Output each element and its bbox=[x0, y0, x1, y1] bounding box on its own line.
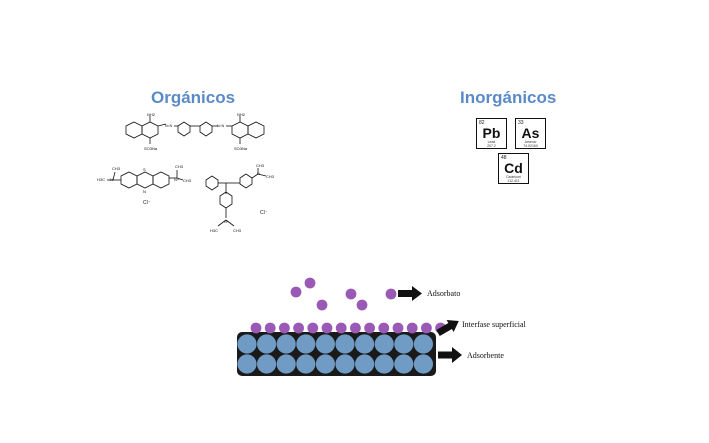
element-symbol: Cd bbox=[504, 160, 523, 176]
adsorbent-particle bbox=[237, 354, 257, 374]
cv-ch3-bottom: CH3 bbox=[233, 228, 242, 233]
adsorbate-particle bbox=[279, 322, 290, 334]
mb-n-plus: N+ bbox=[174, 177, 180, 182]
adsorbent-particle bbox=[413, 334, 433, 354]
element-symbol: As bbox=[521, 125, 540, 141]
congo-red-amine-left: NH2 bbox=[147, 112, 156, 117]
element-number: 33 bbox=[518, 120, 524, 126]
mb-n-left: N bbox=[110, 177, 113, 182]
adsorbate-particle bbox=[304, 277, 316, 289]
adsorbato-label: Adsorbato bbox=[427, 289, 460, 298]
adsorbent-particle bbox=[296, 354, 316, 374]
cv-ch3-right: CH3 bbox=[266, 174, 275, 179]
adsorbent-particle bbox=[374, 334, 394, 354]
element-mass: 112.411 bbox=[507, 179, 520, 183]
adsorbent-particle bbox=[296, 334, 316, 354]
mb-h3c: H3C bbox=[97, 177, 105, 182]
interface-adsorbate-layer bbox=[250, 322, 446, 334]
adsorbate-particle bbox=[250, 322, 262, 334]
adsorbent-particle bbox=[355, 354, 375, 374]
crystal-violet-structure: N CH3 CH3 N+ H3C CH3 Cl⁻ bbox=[205, 163, 275, 233]
adsorbent-particle bbox=[355, 334, 375, 354]
element-symbol: Pb bbox=[482, 125, 501, 141]
adsorbate-particle bbox=[335, 322, 347, 334]
adsorbato-arrow bbox=[398, 286, 422, 301]
adsorbent-particle bbox=[374, 354, 394, 374]
adsorbent-particle bbox=[315, 354, 335, 374]
methylene-blue-structure: N H3C CH3 S N N+ CH3 CH3 Cl⁻ bbox=[97, 164, 192, 206]
organics-heading: Orgánicos bbox=[151, 88, 236, 107]
adsorbate-particle bbox=[406, 322, 418, 334]
adsorbent-particle bbox=[315, 334, 335, 354]
congo-red-sulfonate-left: SO3Na bbox=[144, 146, 158, 151]
cv-ch3-top: CH3 bbox=[256, 163, 265, 168]
mb-s: S bbox=[143, 167, 146, 172]
adsorbate-particle bbox=[293, 322, 304, 334]
adsorbent-particle bbox=[335, 334, 355, 354]
adsorbente-arrow bbox=[438, 347, 462, 363]
adsorbate-particle bbox=[392, 322, 404, 334]
adsorbente-label: Adsorbente bbox=[467, 351, 504, 360]
adsorbent-particle bbox=[276, 334, 296, 354]
adsorbate-particle bbox=[316, 299, 328, 311]
element-tile-pb: 82 Pb Lead 207.2 bbox=[476, 118, 507, 149]
adsorbent-particle bbox=[394, 334, 414, 354]
element-mass: 207.2 bbox=[487, 144, 496, 148]
interfase-label: Interfase superficial bbox=[462, 320, 527, 329]
adsorbent-particle bbox=[335, 354, 355, 374]
element-name: Cadmium bbox=[506, 175, 521, 179]
cv-n-plus: N+ bbox=[224, 219, 230, 224]
cv-chloride: Cl⁻ bbox=[260, 210, 268, 216]
congo-red-sulfonate-right: SO3Na bbox=[234, 146, 248, 151]
mb-chloride: Cl⁻ bbox=[143, 200, 151, 206]
adsorbent-particle bbox=[237, 334, 257, 354]
element-number: 82 bbox=[479, 120, 485, 126]
adsorbent-particle bbox=[394, 354, 414, 374]
adsorbate-particle bbox=[421, 322, 432, 334]
mb-ch3-right-top: CH3 bbox=[175, 164, 184, 169]
cv-h3c: H3C bbox=[210, 228, 218, 233]
mb-ch3-left: CH3 bbox=[112, 166, 121, 171]
element-name: Lead bbox=[487, 140, 496, 144]
mb-ch3-right: CH3 bbox=[183, 178, 192, 183]
inorganics-heading: Inorgánicos bbox=[460, 88, 557, 107]
adsorbate-particle bbox=[385, 288, 397, 300]
adsorbate-particle bbox=[345, 288, 357, 300]
congo-red-azo-left: N=N bbox=[165, 124, 173, 128]
adsorbent-particle bbox=[257, 354, 277, 374]
adsorbent-particle bbox=[257, 334, 277, 354]
adsorbent-particle bbox=[413, 354, 433, 374]
element-mass: 74.92160 bbox=[523, 144, 538, 148]
congo-red-amine-right: NH2 bbox=[237, 112, 246, 117]
congo-red-structure: NH2 SO3Na N=N N=N NH2 SO3Na bbox=[125, 112, 265, 151]
adsorbate-particle bbox=[290, 286, 302, 298]
element-tile-cd: 48 Cd Cadmium 112.411 bbox=[498, 153, 529, 184]
adsorbent-particle bbox=[276, 354, 296, 374]
adsorbent-particles bbox=[237, 334, 433, 374]
element-name: Arsenic bbox=[524, 140, 537, 144]
free-adsorbate-molecules bbox=[290, 277, 397, 311]
mb-n-ring: N bbox=[143, 189, 146, 194]
adsorbate-particle bbox=[321, 322, 333, 334]
congo-red-azo-right: N=N bbox=[217, 124, 225, 128]
adsorbate-particle bbox=[264, 322, 276, 334]
adsorbate-particle bbox=[364, 322, 375, 334]
adsorbate-particle bbox=[307, 322, 319, 334]
adsorbate-particle bbox=[356, 299, 368, 311]
adsorbate-particle bbox=[350, 322, 361, 334]
element-number: 48 bbox=[501, 155, 507, 161]
adsorbate-particle bbox=[378, 322, 390, 334]
interfase-arrow bbox=[436, 319, 459, 337]
cv-n-top: N bbox=[257, 171, 260, 176]
element-tile-as: 33 As Arsenic 74.92160 bbox=[515, 118, 546, 149]
